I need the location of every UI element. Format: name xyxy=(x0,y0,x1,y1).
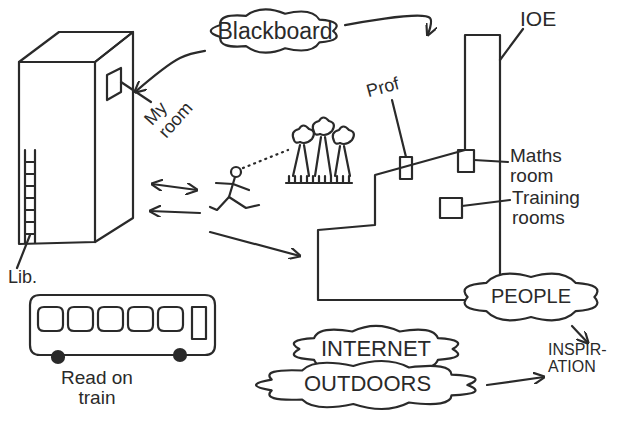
node-label: OUTDOORS xyxy=(250,372,485,395)
head-scribble xyxy=(313,118,334,136)
head-scribble xyxy=(333,127,354,145)
node-outline xyxy=(400,157,412,179)
leader-line xyxy=(17,235,30,268)
node-sublabel: Lib. xyxy=(8,268,58,287)
node-label: INTERNET xyxy=(285,337,467,360)
figure-leg xyxy=(229,197,259,208)
node-outline xyxy=(458,150,474,172)
node-label: Prof xyxy=(364,70,417,101)
node-outline xyxy=(440,198,462,218)
node-label: Maths room xyxy=(510,146,580,186)
institute-building: IOEProfMaths roomTraining rooms xyxy=(318,35,500,300)
library-building: My roomLib. xyxy=(15,30,135,245)
connector-group xyxy=(135,51,205,92)
room-box: Prof xyxy=(400,157,412,179)
building-side xyxy=(95,32,133,242)
cloud-bubble: PEOPLE xyxy=(455,268,607,326)
cloud-bubble: Blackboard xyxy=(205,5,345,57)
leader-line xyxy=(474,160,508,162)
body-lines xyxy=(293,137,350,176)
cloud-bubble: OUTDOORS xyxy=(250,357,485,413)
building-front xyxy=(19,62,95,244)
carriage-window xyxy=(38,307,63,331)
ladder xyxy=(25,150,35,243)
wheel xyxy=(174,349,186,361)
running-figure xyxy=(210,167,259,210)
carriage-window xyxy=(128,307,153,331)
leader-line xyxy=(121,82,151,102)
people-group xyxy=(286,118,354,184)
movement-arrow xyxy=(150,211,200,213)
building-outline xyxy=(318,35,500,300)
connector-arrow xyxy=(345,16,431,35)
carriage-window xyxy=(68,307,93,331)
window xyxy=(107,68,121,100)
room-box: Maths room xyxy=(458,150,474,172)
room-box: Training rooms xyxy=(440,198,462,218)
carriage-window xyxy=(158,307,183,331)
wheel xyxy=(52,351,64,363)
node-label: Read on train xyxy=(52,368,142,408)
head-scribble xyxy=(293,126,314,144)
inspiration-arrow xyxy=(487,377,544,385)
room-box xyxy=(440,198,462,218)
node-outline xyxy=(30,295,215,360)
dotted-line xyxy=(243,150,288,168)
connector-arrow xyxy=(135,51,205,92)
leader-line xyxy=(462,200,510,206)
movement-arrow xyxy=(152,184,197,190)
node-label: PEOPLE xyxy=(455,286,607,307)
leader-line xyxy=(500,29,523,60)
train-carriage: Read on train xyxy=(30,295,215,360)
carriage-body xyxy=(30,295,215,355)
figure-leg xyxy=(210,197,229,210)
movement-arrow xyxy=(210,232,300,256)
node-outline xyxy=(318,35,500,300)
node-outline xyxy=(15,30,135,245)
figure-arms xyxy=(216,183,249,190)
node-label: IOE xyxy=(520,8,580,30)
leader-line xyxy=(392,100,406,157)
building-roof xyxy=(19,32,133,62)
node-label: Blackboard xyxy=(205,19,345,43)
figure-body xyxy=(229,177,235,197)
room-box xyxy=(458,150,474,172)
carriage-window xyxy=(98,307,123,331)
carriage-door xyxy=(192,307,206,339)
node-label: Training rooms xyxy=(512,188,612,228)
room-box xyxy=(400,157,412,179)
inspiration-arrow xyxy=(572,326,588,343)
figure-head xyxy=(231,167,241,177)
grass-hatching xyxy=(286,176,352,183)
note-label: INSPIR-ATION xyxy=(548,342,620,376)
connector-group xyxy=(345,16,431,35)
node-label: My room xyxy=(141,76,205,141)
